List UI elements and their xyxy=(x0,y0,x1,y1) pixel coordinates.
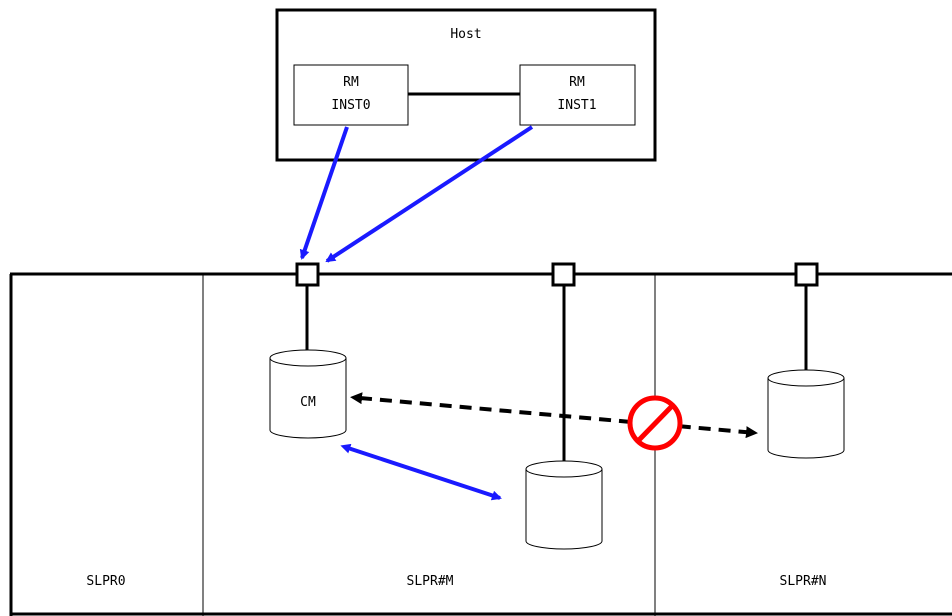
rm-inst0-box: RM INST0 xyxy=(293,64,409,126)
rm-inst1-box: RM INST1 xyxy=(519,64,636,126)
rm-inst1-line1: RM xyxy=(569,75,585,90)
rm-inst1-frame xyxy=(519,64,636,126)
partition-label-slpr0: SLPR0 xyxy=(86,574,125,589)
command-device-cylinder: CM xyxy=(269,349,347,439)
arrow-inst1-to-port xyxy=(325,125,534,263)
host-title: Host xyxy=(450,27,481,42)
cm-label: CM xyxy=(300,395,316,410)
port-1 xyxy=(295,262,320,287)
prohibited-icon xyxy=(627,395,683,451)
arrow-cm-to-volume-m xyxy=(340,443,502,501)
port-3 xyxy=(794,262,819,287)
rm-inst0-frame xyxy=(293,64,409,126)
arrow-inst0-to-port xyxy=(299,126,349,260)
partition-label-slpr-n: SLPR#N xyxy=(780,574,827,589)
volume-cylinder-n xyxy=(767,369,845,459)
arrow-cm-to-volume-n-prohibited xyxy=(350,392,758,439)
rm-inst0-line2: INST0 xyxy=(331,98,370,113)
port-2 xyxy=(551,262,576,287)
host-box: Host RM INST0 RM INST1 xyxy=(275,8,657,162)
volume-cylinder-m xyxy=(525,460,603,550)
rm-inst1-line2: INST1 xyxy=(557,98,596,113)
rm-inst0-line1: RM xyxy=(343,75,359,90)
partition-label-slpr-m: SLPR#M xyxy=(407,574,454,589)
